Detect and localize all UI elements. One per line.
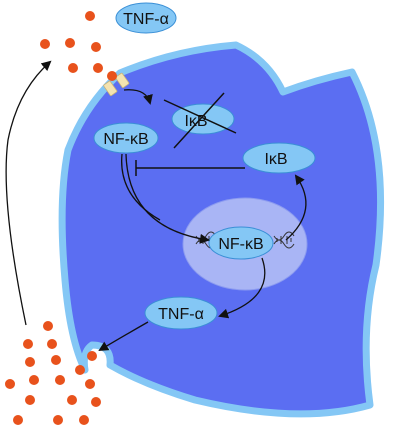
pathway-arrows (5, 60, 307, 352)
ikb-degraded-pill: IκB (163, 92, 237, 149)
cross-out-icon (163, 92, 237, 149)
ikb-new-pill: IκB (242, 142, 316, 174)
arrow-nfkb-to-nucleus (125, 153, 210, 244)
arrow-nfkb-to-nucleus-2 (121, 153, 161, 221)
tnf-inside-pill: TNF-α (144, 296, 218, 330)
receptor-icon (103, 72, 130, 97)
arrow-secretion-to-top (5, 60, 52, 326)
tnf-outside-label: TNF-α (123, 11, 169, 28)
ikb-new-label: IκB (264, 151, 287, 168)
tnf-inside-label: TNF-α (158, 306, 204, 323)
arrow-tnf-to-secretion (98, 321, 149, 352)
inhibition-line (135, 160, 245, 176)
arrow-nucleus-to-ikb (285, 174, 307, 241)
tnf-dots-bottom (5, 321, 101, 425)
nfkb-cytoplasm-label: NF-κB (103, 131, 148, 148)
nfkb-nucleus-label: NF-κB (218, 236, 263, 253)
arrow-receptor-to-complex (123, 89, 153, 105)
tnf-dots-top (40, 11, 117, 81)
nfkb-cytoplasm-pill: NF-κB (93, 122, 159, 154)
arrow-nucleus-to-tnf (218, 257, 266, 319)
tnf-outside-pill: TNF-α (115, 2, 177, 34)
nfkb-nucleus-pill: NF-κB (208, 226, 274, 260)
